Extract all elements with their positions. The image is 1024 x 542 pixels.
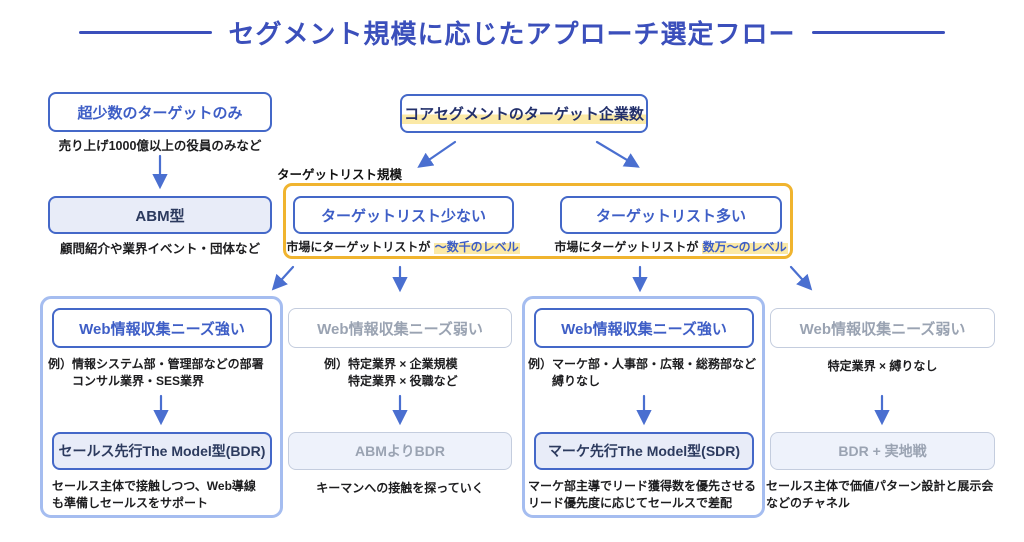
arrow-core-to-many xyxy=(595,140,640,168)
few-caption-prefix: 市場にターゲットリストが xyxy=(286,240,434,254)
abm-result-caption: 顧問紹介や業界イベント・団体など xyxy=(59,242,260,256)
arrow-few-to-col1 xyxy=(271,265,295,291)
column3-need-caption: 例）マーケ部・人事部・広報・総務部など 縛りなし xyxy=(528,356,764,391)
arrow-many-to-col4 xyxy=(789,265,813,291)
column1-highlight-frame xyxy=(40,296,283,518)
column4-result-caption: セールス主体で価値パターン設計と展示会 などのチャネル xyxy=(766,478,1002,513)
column3-result-caption-line2: リード優先度に応じてセールスで差配 xyxy=(528,496,733,511)
column1-need-caption: 例）情報システム部・管理部などの部署 コンサル業界・SES業界 xyxy=(48,356,282,391)
few-caption-highlight: 〜数千のレベル xyxy=(433,240,520,254)
column2-need-caption-line1: 例）特定業界 × 企業規模 xyxy=(324,357,458,371)
column1-need-caption-line1: 例）情報システム部・管理部などの部署 xyxy=(48,357,264,371)
condition-caption: 売り上げ1000億以上の役員のみなど xyxy=(58,139,262,153)
column4-result-caption-line1: セールス主体で価値パターン設計と展示会 xyxy=(766,479,994,493)
column2-need-caption-line2: 特定業界 × 役職など xyxy=(348,374,458,389)
core-segment-label: コアセグメントのターゲット企業数 xyxy=(402,103,646,124)
core-segment-box: コアセグメントのターゲット企業数 xyxy=(400,94,648,133)
column2-need-box: Web情報収集ニーズ弱い xyxy=(288,308,512,348)
column2-result-box: ABMよりBDR xyxy=(288,432,512,470)
column1-need-caption-line2: コンサル業界・SES業界 xyxy=(72,374,205,389)
column1-result-caption-line2: も準備しセールスをサポート xyxy=(52,496,209,511)
title-decoration-line-right xyxy=(811,30,945,34)
target-list-many-caption: 市場にターゲットリストが 数万〜のレベル xyxy=(551,239,791,256)
column2-need-caption: 例）特定業界 × 企業規模 特定業界 × 役職など xyxy=(288,356,512,391)
column3-need-caption-line2: 縛りなし xyxy=(552,374,601,389)
many-caption-prefix: 市場にターゲットリストが xyxy=(554,240,702,254)
arrow-core-to-few xyxy=(417,140,457,168)
column2-result-caption: キーマンへの接触を探っていく xyxy=(316,481,484,495)
target-list-few-caption: 市場にターゲットリストが 〜数千のレベル xyxy=(283,239,523,256)
column3-highlight-frame xyxy=(522,296,765,518)
column4-result-caption-line2: などのチャネル xyxy=(766,496,850,511)
column1-result-caption-line1: セールス主体で接触しつつ、Web導線 xyxy=(52,479,256,493)
page-title: セグメント規模に応じたアプローチ選定フロー xyxy=(228,18,796,49)
result-box-abm: ABM型 xyxy=(48,196,272,234)
column4-need-box: Web情報収集ニーズ弱い xyxy=(770,308,995,348)
target-list-few-box: ターゲットリスト少ない xyxy=(293,196,514,234)
column4-result-box: BDR + 実地戦 xyxy=(770,432,995,470)
column3-result-caption: マーケ部主導でリード獲得数を優先させる リード優先度に応じてセールスで差配 xyxy=(528,478,764,513)
many-caption-highlight: 数万〜のレベル xyxy=(701,240,788,254)
condition-box-ultra-few-targets: 超少数のターゲットのみ xyxy=(48,92,272,132)
title-decoration-line-left xyxy=(79,30,213,34)
column3-need-caption-line1: 例）マーケ部・人事部・広報・総務部など xyxy=(528,357,757,371)
column1-result-caption: セールス主体で接触しつつ、Web導線 も準備しセールスをサポート xyxy=(52,478,278,513)
column4-need-caption: 特定業界 × 縛りなし xyxy=(827,359,938,373)
column3-result-box: マーケ先行The Model型(SDR) xyxy=(534,432,754,470)
title-row: セグメント規模に応じたアプローチ選定フロー xyxy=(0,12,1024,52)
column1-result-box: セールス先行The Model型(BDR) xyxy=(52,432,272,470)
column1-need-box: Web情報収集ニーズ強い xyxy=(52,308,272,348)
target-list-many-box: ターゲットリスト多い xyxy=(560,196,782,234)
target-list-group-frame xyxy=(283,183,793,259)
column3-need-box: Web情報収集ニーズ強い xyxy=(534,308,754,348)
column3-result-caption-line1: マーケ部主導でリード獲得数を優先させる xyxy=(528,479,757,493)
target-list-size-label: ターゲットリスト規模 xyxy=(277,168,403,182)
